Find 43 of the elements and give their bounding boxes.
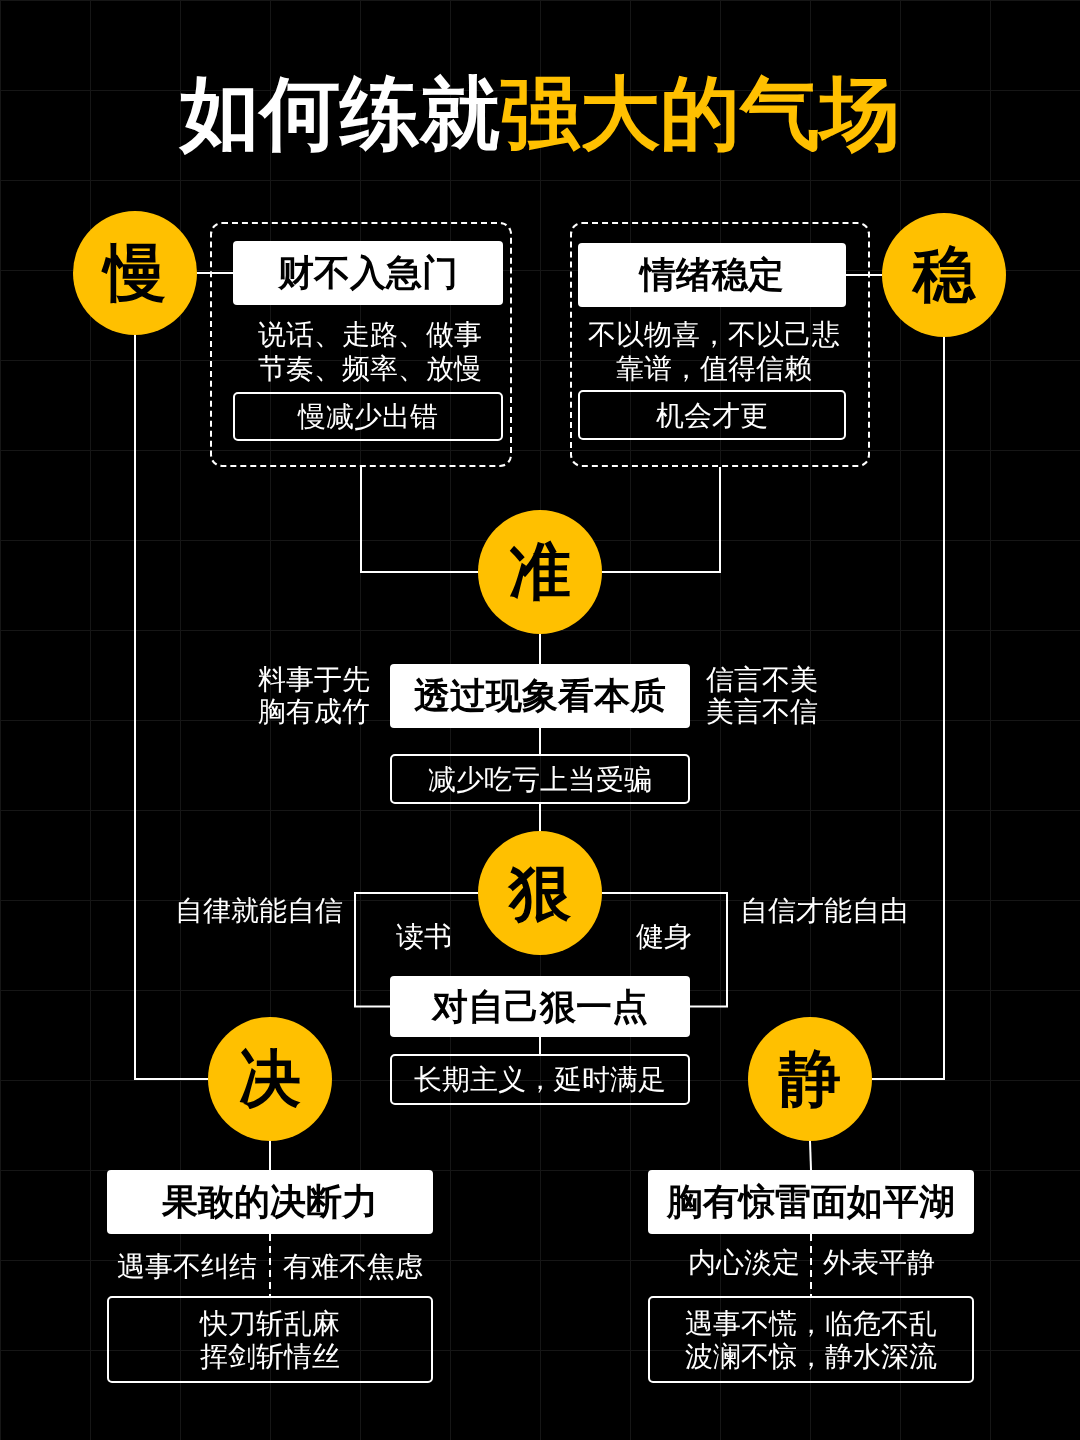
heading-box: 胸有惊雷面如平湖 [648,1170,974,1234]
connector-line [196,272,234,274]
note-box: 机会才更 [578,390,846,440]
heading-box: 对自己狠一点 [390,976,690,1037]
dashed-group-frame [210,222,512,467]
connector-line [601,466,721,573]
side-note: 信言不美美言不信 [706,664,819,728]
annotation-text: 遇事不纠结 [117,1250,257,1284]
annotation-text: 有难不焦虑 [283,1250,423,1284]
connector-line [134,334,209,1080]
title: 如何练就强大的气场 [180,68,900,160]
annotation-text: 读书 [396,920,452,954]
dashed-connector [269,1233,271,1297]
connector-line [845,274,883,276]
heading-box: 情绪稳定 [578,243,846,307]
note-box: 遇事不慌，临危不乱波澜不惊，静水深流 [648,1296,974,1383]
dashed-connector [810,1233,812,1297]
note-box: 长期主义，延时满足 [390,1054,690,1105]
body-text: 说话、走路、做事节奏、频率、放慢 [257,318,483,386]
heading-box: 透过现象看本质 [390,664,690,728]
dashed-group-frame [570,222,870,467]
note-box: 慢减少出错 [233,392,503,441]
annotation-text: 内心淡定 [688,1246,800,1280]
connector-line [354,892,479,1008]
connector-line [539,803,541,832]
annotation-text: 自信才能自由 [740,894,908,928]
heading-box: 财不入急门 [233,241,503,305]
connector-line [539,1036,541,1055]
connector-line [809,1140,812,1171]
connector-line [269,1140,271,1171]
connector-line [871,336,945,1080]
connector-line [601,892,728,1008]
annotation-text: 自律就能自信 [175,894,343,928]
side-note: 料事于先胸有成竹 [258,664,371,728]
note-box: 快刀斩乱麻挥剑斩情丝 [107,1296,433,1383]
connector-line [539,633,541,665]
connector-line [539,727,541,755]
heading-box: 果敢的决断力 [107,1170,433,1234]
connector-line [360,466,479,573]
body-text: 不以物喜，不以己悲靠谱，值得信赖 [587,318,841,386]
annotation-text: 健身 [636,920,692,954]
annotation-text: 外表平静 [823,1246,935,1280]
note-box: 减少吃亏上当受骗 [390,754,690,804]
